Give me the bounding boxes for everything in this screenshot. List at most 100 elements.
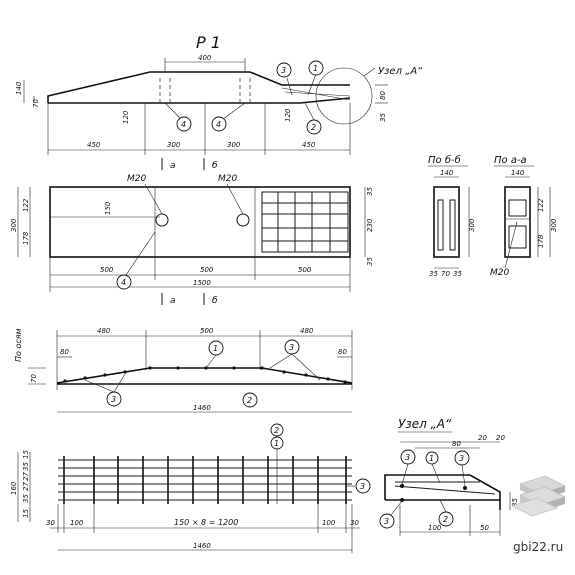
sec-b-width: 140 [440, 169, 454, 177]
svg-text:1: 1 [213, 344, 218, 353]
plan-dim-35b: 35 [366, 257, 374, 266]
section-aa-title: По а-а [494, 155, 527, 166]
svg-text:4: 4 [216, 120, 221, 129]
dim-400: 400 [198, 54, 212, 62]
elevation-right-edge [290, 97, 351, 104]
svg-text:3: 3 [405, 453, 410, 462]
svg-text:3: 3 [281, 66, 286, 75]
svg-text:30: 30 [46, 519, 55, 527]
svg-text:1: 1 [429, 454, 434, 463]
node-a-label: Узел „А“ [378, 66, 423, 77]
svg-text:2: 2 [443, 515, 448, 524]
sec-a-122: 122 [537, 198, 545, 212]
plan-dim-230: 230 [366, 218, 374, 232]
frame-dim-1460: 1460 [193, 404, 211, 412]
plan-dim-500-c: 500 [298, 266, 312, 274]
svg-text:35: 35 [22, 494, 30, 503]
section-bb-title: По б-б [428, 154, 461, 166]
callout-4-right [211, 116, 227, 132]
svg-text:30: 30 [350, 519, 359, 527]
node-a-detail-title: Узел „А“ [398, 417, 452, 431]
svg-text:35: 35 [453, 270, 462, 278]
node-dim-35: 35 [511, 498, 519, 507]
frame-dim-70: 70 [30, 374, 38, 383]
mesh-callout-1 [270, 436, 284, 450]
frame-callout-2 [242, 392, 258, 408]
node-dim-80: 80 [452, 440, 461, 448]
svg-text:2: 2 [247, 396, 252, 405]
frame-view: 480 500 480 80 80 По осям 70 1460 1 3 [14, 327, 353, 413]
cut-b-top: б [212, 161, 218, 171]
svg-text:3: 3 [111, 395, 116, 404]
svg-text:27: 27 [22, 472, 30, 481]
plan-dim-500-b: 500 [200, 266, 214, 274]
svg-text:35: 35 [22, 462, 30, 471]
mesh-dim-1200: 150 × 8 = 1200 [174, 518, 238, 527]
plan-dim-150: 150 [104, 201, 112, 215]
dim-80: 80 [379, 91, 387, 100]
svg-text:100: 100 [428, 524, 442, 532]
cut-a-bottom: а [170, 296, 176, 306]
mesh-callout-2 [270, 423, 284, 437]
plan-dim-122: 122 [22, 198, 30, 212]
node-a-marker [315, 67, 373, 125]
frame-callout-1 [208, 340, 224, 356]
dim-450-right: 450 [302, 141, 316, 149]
svg-text:3: 3 [384, 517, 389, 526]
svg-text:4: 4 [181, 120, 186, 129]
svg-text:20: 20 [478, 434, 487, 442]
drawing-title: Р 1 [196, 33, 221, 52]
sec-a-300: 300 [550, 218, 558, 232]
node-a-detail: Узел „А“ 20 80 20 35 100 50 3 1 3 [379, 417, 519, 536]
plan-outline [49, 186, 351, 258]
svg-text:50: 50 [480, 524, 489, 532]
dim-300-right: 300 [227, 141, 241, 149]
plan-dim-500-a: 500 [100, 266, 114, 274]
mesh-view: 160 15 35 27 27 35 15 30 100 150 × 8 = 1… [10, 423, 371, 553]
svg-text:4: 4 [121, 278, 126, 287]
svg-text:3: 3 [459, 454, 464, 463]
plan-dim-35a: 35 [366, 187, 374, 196]
frame-side-label: По осям [14, 328, 23, 362]
dim-300-left: 300 [167, 141, 181, 149]
frame-dim-80-left: 80 [60, 348, 69, 356]
frame-dim-80-right: 80 [338, 348, 347, 356]
dim-120-right: 120 [284, 108, 292, 122]
svg-text:2: 2 [274, 426, 279, 435]
svg-text:1: 1 [274, 439, 279, 448]
svg-text:15: 15 [22, 509, 30, 518]
dim-120-left: 120 [122, 110, 130, 124]
svg-text:3: 3 [360, 482, 365, 491]
plan-dim-1500: 1500 [193, 279, 211, 287]
frame-dim-480-left: 480 [97, 327, 111, 335]
frame-top-bar [56, 367, 353, 384]
sec-b-height: 300 [468, 218, 476, 232]
svg-text:1: 1 [313, 64, 318, 73]
dim-70: 70 [32, 99, 40, 108]
mesh-dim-1460: 1460 [193, 542, 211, 550]
svg-text:100: 100 [322, 519, 336, 527]
elevation-top-outline [47, 71, 350, 103]
frame-callout-3-right [284, 339, 300, 355]
bolt-m20-right [236, 213, 250, 227]
bolt-left-label: М20 [127, 174, 146, 184]
section-b-b: По б-б 140 300 35 70 35 [428, 154, 476, 278]
mesh-callout-3 [355, 478, 371, 494]
svg-text:35: 35 [429, 270, 438, 278]
sec-a-bolt: М20 [490, 268, 509, 278]
bolt-right-label: М20 [218, 174, 237, 184]
svg-text:20: 20 [496, 434, 505, 442]
callout-4-left [176, 116, 192, 132]
frame-dim-500: 500 [200, 327, 214, 335]
svg-text:100: 100 [70, 519, 84, 527]
dim-450-left: 450 [87, 141, 101, 149]
svg-text:15: 15 [22, 450, 30, 459]
plan-dim-300: 300 [10, 218, 18, 232]
elevation-view: 400 140 70 120 120 80 35 450 300 300 450… [15, 54, 423, 171]
bolt-m20-left [155, 213, 169, 227]
section-a-a: По а-а 140 122 178 300 М20 [490, 155, 558, 278]
callout-2 [306, 119, 322, 135]
watermark-text: gbi22.ru [513, 540, 563, 554]
sec-a-width: 140 [511, 169, 525, 177]
